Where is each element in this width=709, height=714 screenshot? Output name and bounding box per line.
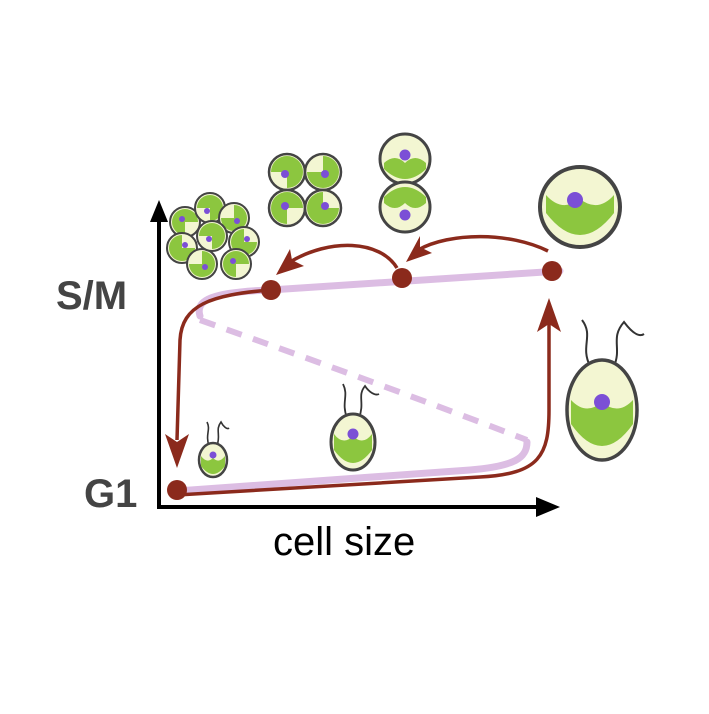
s-m-axis-arrow-icon xyxy=(150,200,168,222)
large-cell-with-flagella-icon xyxy=(565,319,645,462)
division-arc-2-arrowhead xyxy=(276,249,304,275)
division-arc-1 xyxy=(417,234,549,253)
small-cell-with-flagella-icon xyxy=(197,420,230,479)
large-cell-icon xyxy=(538,165,622,249)
state-dot-division-2 xyxy=(261,280,281,300)
x-axis-label: cell size xyxy=(273,520,416,564)
four-cell-division-icon xyxy=(267,152,343,228)
unstable-branch xyxy=(199,317,529,443)
state-dot-division-1 xyxy=(392,268,412,288)
state-dot-g1 xyxy=(167,480,187,500)
return-arrowhead xyxy=(165,434,189,468)
lower-stable-branch xyxy=(173,438,531,495)
y-label-s-m: S/M xyxy=(56,274,128,318)
upper-stable-branch xyxy=(195,267,564,320)
two-cell-division-icon xyxy=(378,132,432,234)
cell-size-arrow-icon xyxy=(536,497,560,517)
return-trajectory xyxy=(175,288,271,441)
s-m-entry-arrowhead xyxy=(537,298,561,332)
y-label-g1: G1 xyxy=(84,472,138,516)
state-dot-s-m-entry xyxy=(542,261,562,281)
growth-trajectory xyxy=(176,320,551,497)
eight-cell-division-icon xyxy=(166,192,260,280)
cell-with-flagella-icon xyxy=(329,383,380,472)
division-arc-1-arrowhead xyxy=(406,236,432,262)
division-arc-2 xyxy=(289,243,399,269)
